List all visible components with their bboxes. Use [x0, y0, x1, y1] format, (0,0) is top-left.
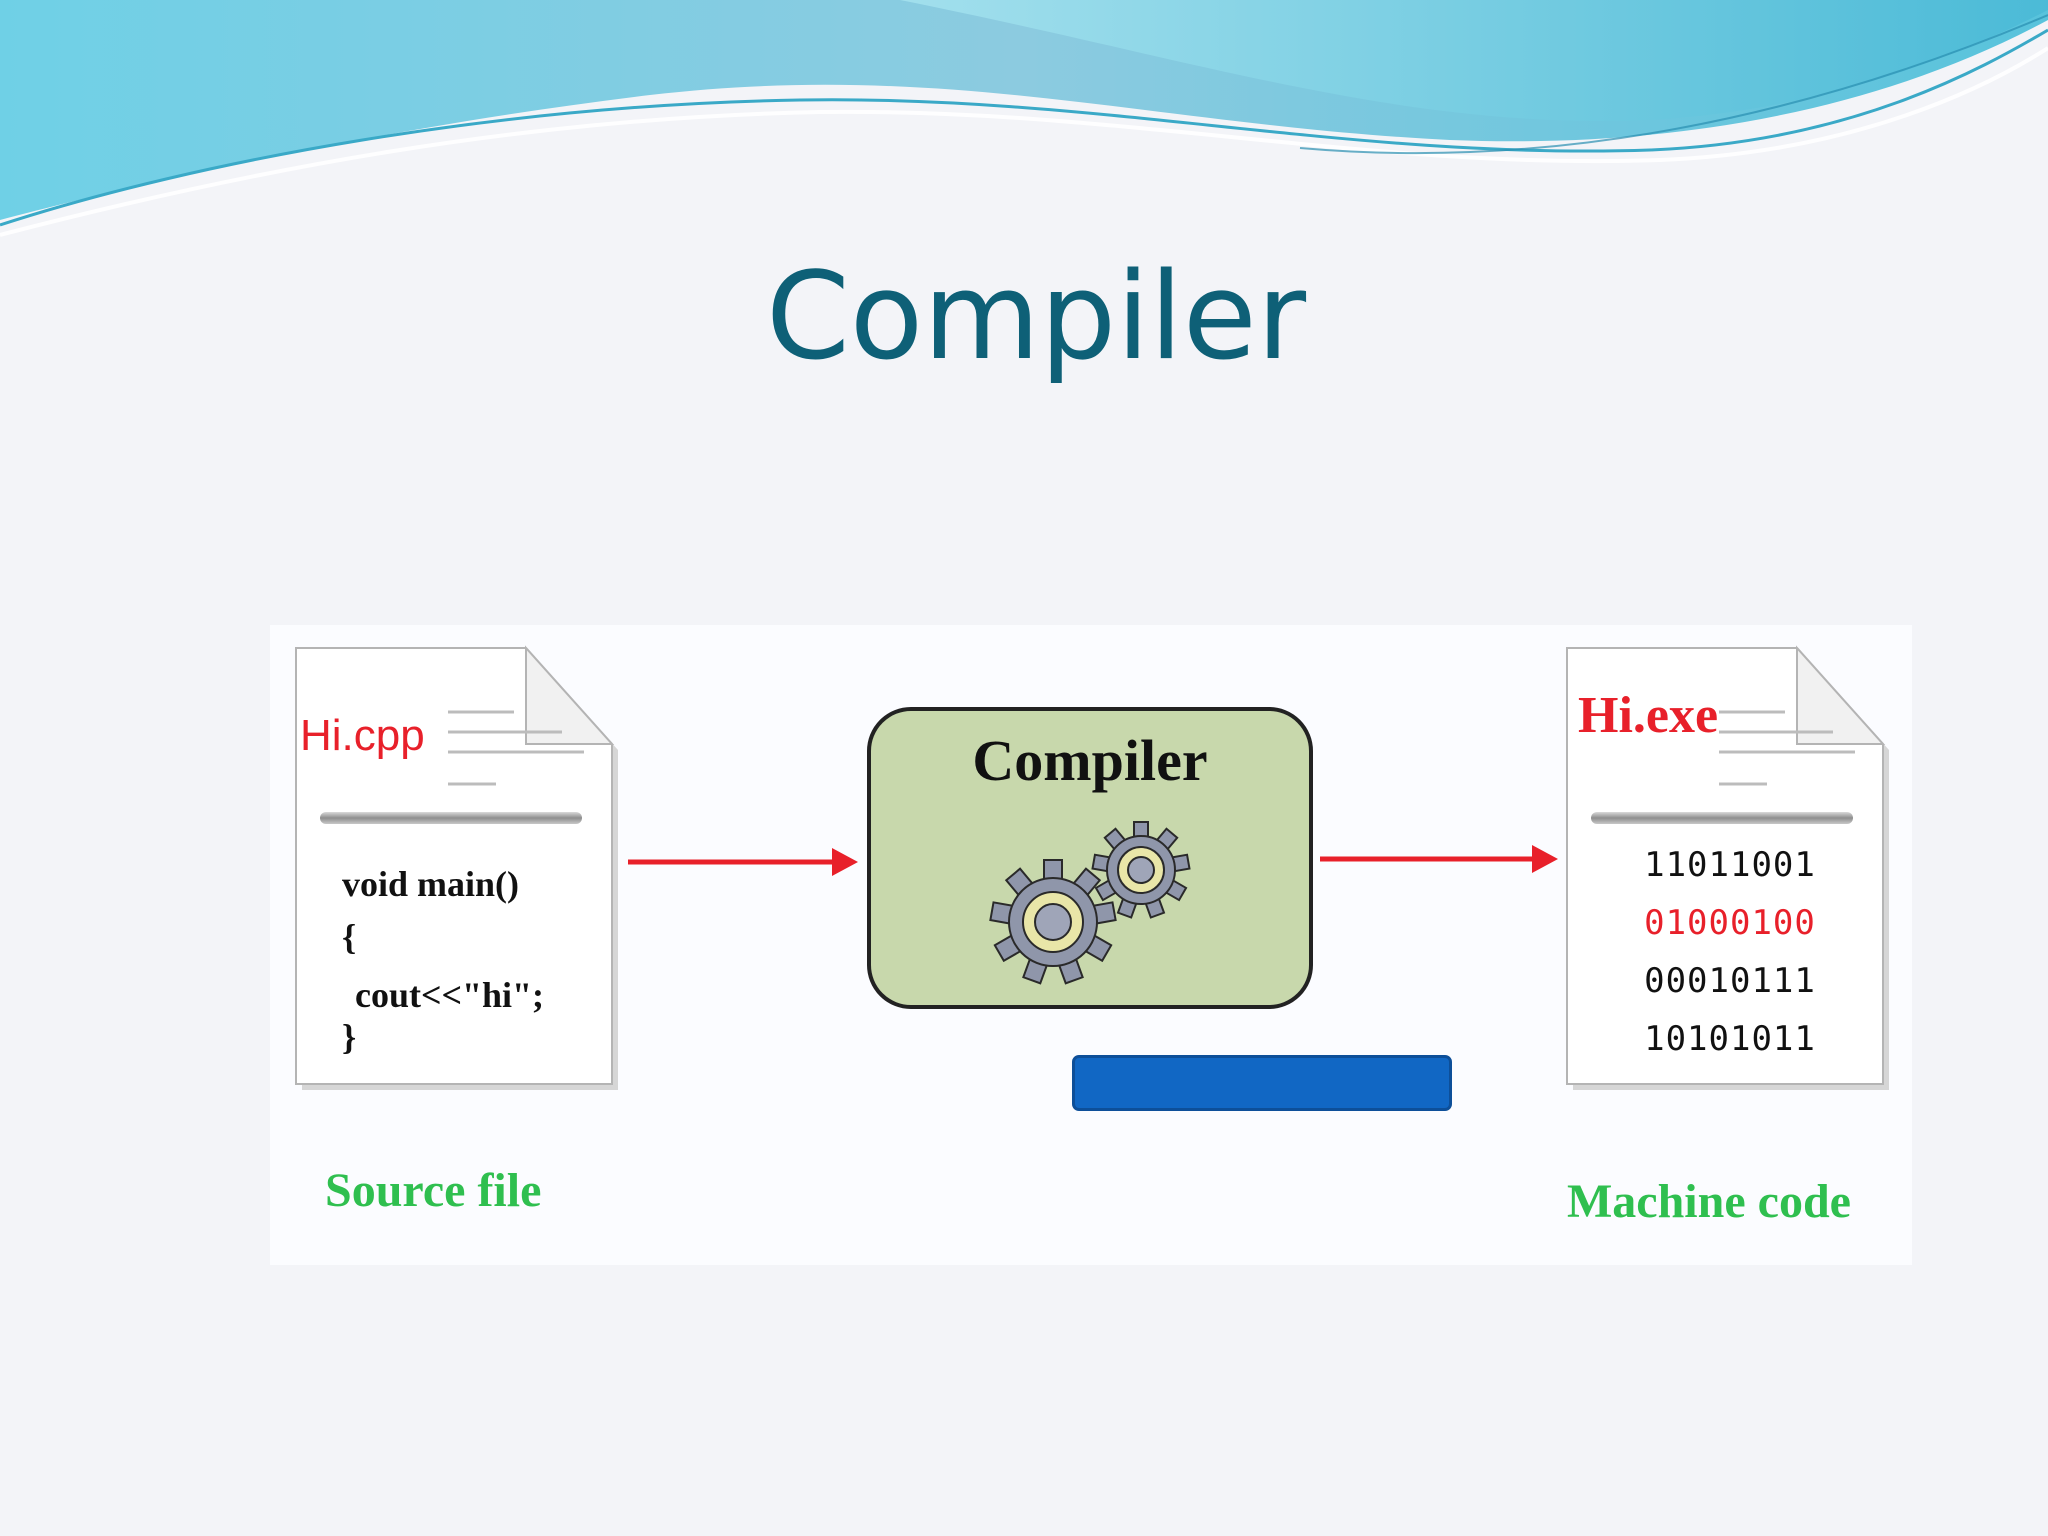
- binary-line: 10101011: [1644, 1019, 1816, 1059]
- source-code-line: cout<<"hi";: [346, 975, 544, 1015]
- source-code-line: }: [342, 1017, 357, 1057]
- machine-code-document-icon: [1566, 645, 1889, 1090]
- slide-title: Compiler: [765, 248, 1307, 387]
- arrow-to-machine-code: [1320, 845, 1558, 873]
- compiler-box: [867, 707, 1313, 1009]
- arrow-to-compiler: [628, 848, 858, 876]
- binary-line: 00010111: [1644, 961, 1816, 1001]
- binary-line: 11011001: [1644, 845, 1816, 885]
- machine-code-filename: Hi.exe: [1578, 687, 1719, 744]
- source-filename: Hi.cpp: [300, 711, 425, 760]
- blue-bar-shape: [1072, 1055, 1452, 1111]
- source-document-icon: [295, 645, 618, 1090]
- source-file-caption: Source file: [325, 1164, 542, 1217]
- header-wave-decoration: [0, 0, 2048, 237]
- binary-line-highlighted: 01000100: [1644, 903, 1816, 943]
- source-code-line: void main(): [342, 864, 520, 904]
- source-code-line: {: [342, 917, 357, 957]
- machine-code-caption: Machine code: [1567, 1175, 1851, 1228]
- gears-icon: [989, 821, 1191, 985]
- compiler-label: Compiler: [972, 728, 1208, 793]
